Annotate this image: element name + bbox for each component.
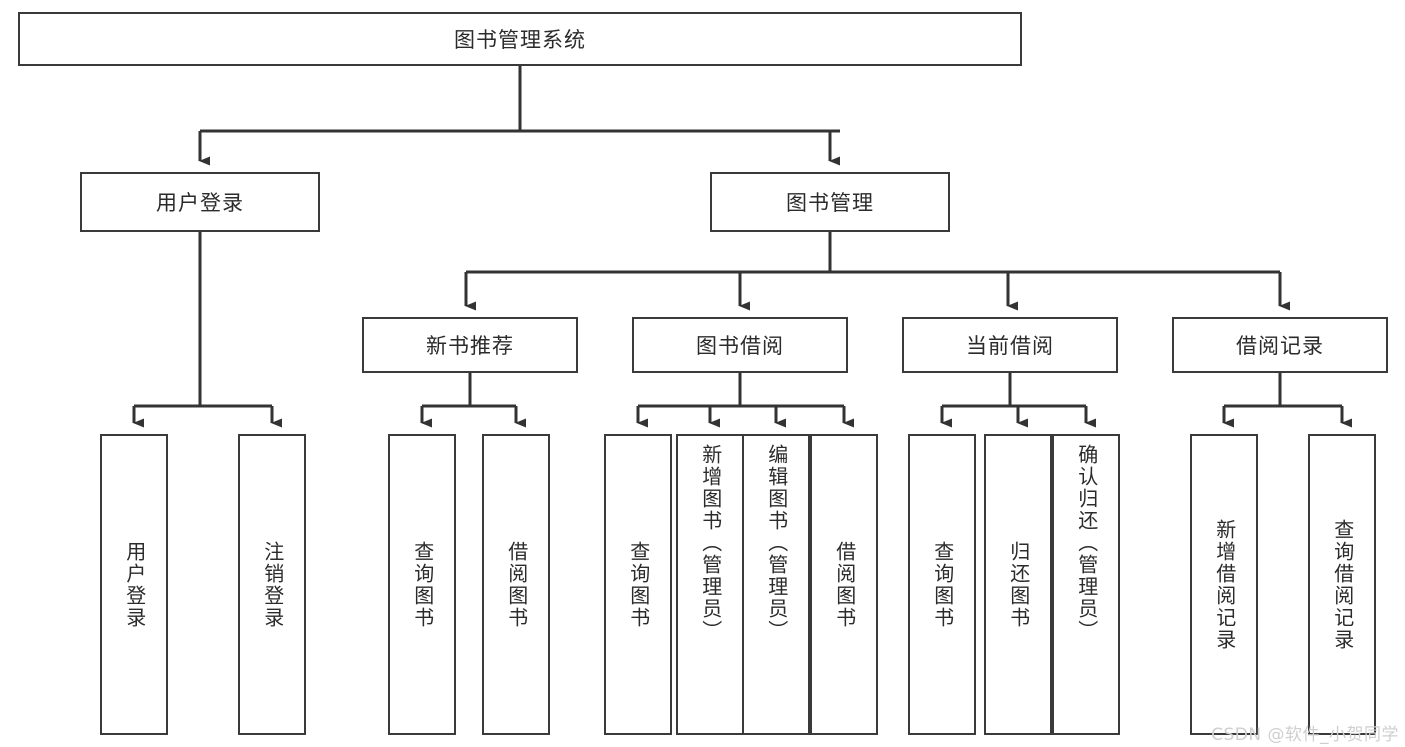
leaf-user-login[interactable]: 用户登录 — [100, 434, 168, 735]
csdn-watermark: CSDN @软件_小贺同学 — [1211, 725, 1399, 745]
node-borrow-record[interactable]: 借阅记录 — [1172, 317, 1388, 373]
node-book-borrow[interactable]: 图书借阅 — [632, 317, 848, 373]
leaf-query-book-current[interactable]: 查询图书 — [908, 434, 976, 735]
leaf-borrow-book[interactable]: 借阅图书 — [810, 434, 878, 735]
leaf-query-borrow-record[interactable]: 查询借阅记录 — [1308, 434, 1376, 735]
leaf-add-borrow-record[interactable]: 新增借阅记录 — [1190, 434, 1258, 735]
node-root[interactable]: 图书管理系统 — [18, 12, 1022, 66]
node-current-borrow[interactable]: 当前借阅 — [902, 317, 1118, 373]
node-user-login[interactable]: 用户登录 — [80, 172, 320, 232]
leaf-confirm-return-admin[interactable]: 确认归还（管理员） — [1052, 434, 1120, 735]
leaf-borrow-book-recommend[interactable]: 借阅图书 — [482, 434, 550, 735]
leaf-logout[interactable]: 注销登录 — [238, 434, 306, 735]
leaf-edit-book-admin[interactable]: 编辑图书（管理员） — [742, 434, 810, 735]
node-new-book-recommend[interactable]: 新书推荐 — [362, 317, 578, 373]
leaf-add-book-admin[interactable]: 新增图书（管理员） — [676, 434, 744, 735]
leaf-query-book-borrow[interactable]: 查询图书 — [604, 434, 672, 735]
leaf-return-book[interactable]: 归还图书 — [984, 434, 1052, 735]
leaf-query-book-recommend[interactable]: 查询图书 — [388, 434, 456, 735]
node-book-manage[interactable]: 图书管理 — [710, 172, 950, 232]
